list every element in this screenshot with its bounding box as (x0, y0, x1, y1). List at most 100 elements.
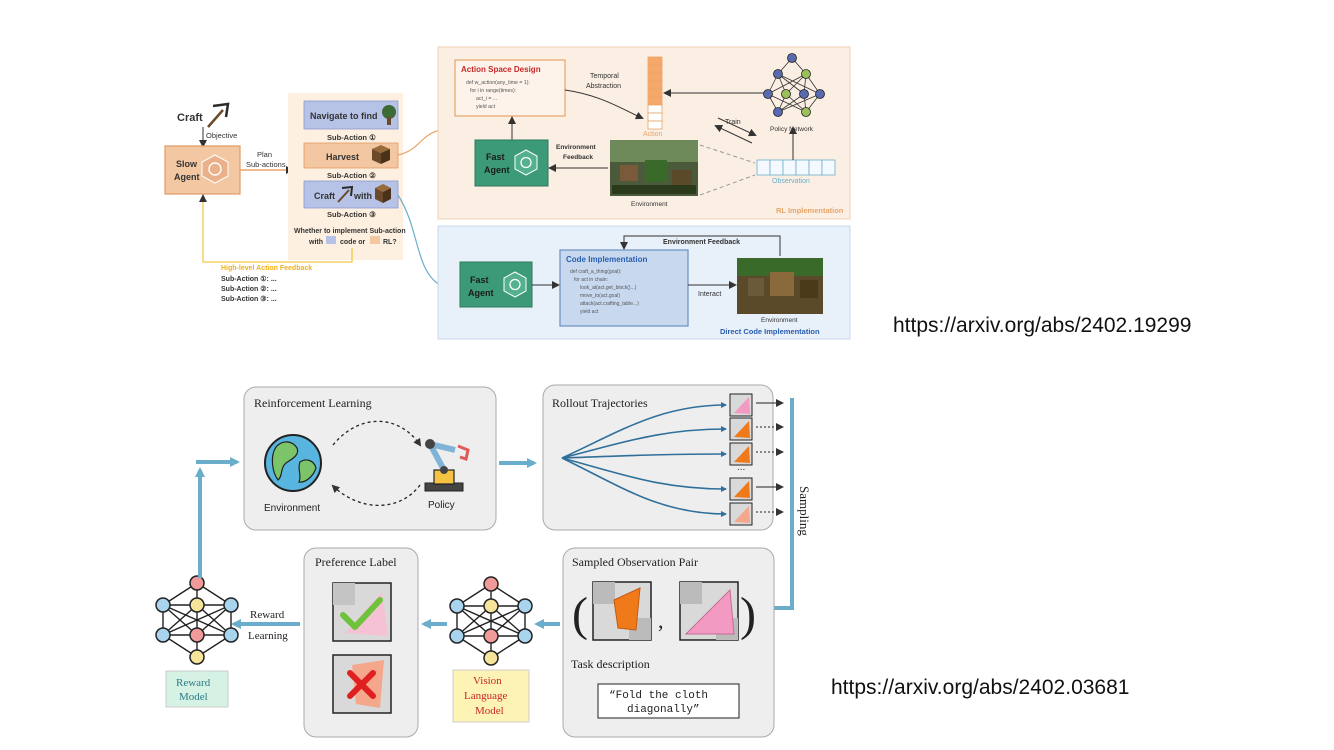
fast-agent-rl-line1: Fast (486, 152, 505, 162)
network-node (155, 627, 171, 643)
policy-label: Policy (428, 500, 455, 511)
rejected-image (332, 654, 392, 714)
cloth-shape (734, 397, 750, 414)
env-feedback-rl-line1: Environment (556, 144, 597, 151)
vlm-label-box (452, 669, 530, 723)
sub-action-navigate-label: Navigate to find (310, 111, 378, 121)
action-cell (647, 96, 663, 106)
code-line-3: look_at(act.get_block()...) (580, 285, 637, 291)
reward-model-box (165, 670, 229, 708)
observation-cell (795, 159, 810, 176)
pickaxe-icon (207, 102, 230, 128)
cloth-shape (734, 446, 750, 463)
preference-panel-title: Preference Label (315, 555, 397, 569)
code-line-1: def craft_a_thing(goal): (570, 269, 621, 275)
close-paren: ) (740, 588, 756, 641)
minecraft-screenshot-code (737, 258, 823, 314)
sub-action-harvest-label: Harvest (326, 152, 359, 162)
fast-agent-rl-line2: Agent (484, 165, 510, 175)
temporal-abstraction-line1: Temporal (590, 73, 619, 80)
action-space-design-title: Action Space Design (461, 65, 541, 74)
observation-cell (808, 159, 823, 176)
plan-label-line2: Sub-actions (246, 160, 286, 169)
crafting-table-icon (375, 184, 391, 203)
rl-code-line-3: act_i = ... (476, 96, 497, 102)
feedback-title: High-level Action Feedback (221, 265, 312, 272)
network-edge (162, 604, 232, 636)
network-node (449, 628, 465, 644)
network-node (223, 627, 239, 643)
code-line-5: attack(act.crafting_table...) (580, 301, 639, 307)
code-color-swatch (326, 236, 336, 244)
sub-action-craft-label: Craft (314, 191, 335, 201)
network-node (449, 598, 465, 614)
network-edge (777, 93, 805, 113)
network-edge (456, 605, 526, 637)
network-node (801, 69, 811, 79)
cloth-shape (734, 506, 750, 523)
trajectory-curve (561, 457, 727, 492)
network-node (799, 89, 809, 99)
bottom-paper-link[interactable]: https://arxiv.org/abs/2402.03681 (831, 676, 1130, 699)
observation-vector (756, 159, 836, 176)
code-line-2: for act in chain: (574, 277, 608, 283)
rl-code-line-4: yield act (476, 104, 496, 110)
vlm-label-line3: Model (475, 705, 504, 717)
question-rl: RL? (383, 239, 397, 246)
rl-code-line-1: def w_action(any_time = 1): (466, 80, 530, 86)
action-cell (647, 120, 663, 130)
openai-logo-icon (503, 271, 527, 298)
action-cell (647, 112, 663, 122)
action-cell (647, 56, 663, 66)
rl-panel-title: Reinforcement Learning (254, 396, 372, 410)
environment-label-code: Environment (761, 317, 798, 324)
network-node (189, 597, 205, 613)
question-code-or: code or (340, 239, 366, 246)
network-node (483, 650, 499, 666)
network-node (517, 628, 533, 644)
robot-arm-icon (424, 439, 470, 492)
feedback-item-1: Sub-Action ①: ... (221, 275, 277, 283)
observation-label: Observation (772, 178, 810, 185)
network-node (773, 69, 783, 79)
network-node (189, 627, 205, 643)
feedback-item-2: Sub-Action ②: ... (221, 285, 277, 293)
network-node (773, 107, 783, 117)
top-paper-link[interactable]: https://arxiv.org/abs/2402.19299 (893, 314, 1192, 337)
action-cell (647, 104, 663, 114)
direct-code-footer: Direct Code Implementation (720, 327, 820, 336)
network-node (781, 89, 791, 99)
network-edge (777, 73, 805, 95)
network-node (483, 598, 499, 614)
wood-block-icon (372, 145, 390, 164)
task-text-line1: “Fold the cloth (609, 690, 708, 702)
rollout-panel-title: Rollout Trajectories (552, 396, 648, 410)
question-line1: Whether to implement Sub-action (294, 228, 406, 235)
policy-network-icon (763, 53, 825, 117)
rollout-trajectories-panel (542, 384, 774, 531)
env-feedback-rl-line2: Feedback (563, 154, 593, 161)
cloth-shape (734, 481, 750, 498)
reward-model-line1: Reward (176, 677, 211, 689)
observation-cell (756, 159, 771, 176)
policy-network-label: Policy Network (770, 126, 814, 133)
network-node (517, 598, 533, 614)
environment-label: Environment (264, 503, 320, 514)
trajectory-curve (561, 451, 727, 459)
environment-label-rl: Environment (631, 201, 668, 208)
network-node (189, 649, 205, 665)
slow-agent-label-line2: Agent (174, 172, 200, 182)
craft-objective-label: Craft (177, 112, 203, 124)
fast-agent-code-line2: Agent (468, 288, 494, 298)
sampling-label: Sampling (797, 486, 812, 536)
rollout-thumbnails (729, 393, 784, 526)
network-node (483, 628, 499, 644)
trajectory-curve (561, 402, 727, 459)
reinforcement-learning-panel (243, 386, 497, 531)
action-cell (647, 72, 663, 82)
network-node (189, 575, 205, 591)
objective-label: Objective (206, 131, 237, 140)
observation-image-a (592, 581, 652, 641)
pickaxe-small-icon (337, 185, 354, 203)
sampled-panel-title: Sampled Observation Pair (572, 555, 698, 569)
